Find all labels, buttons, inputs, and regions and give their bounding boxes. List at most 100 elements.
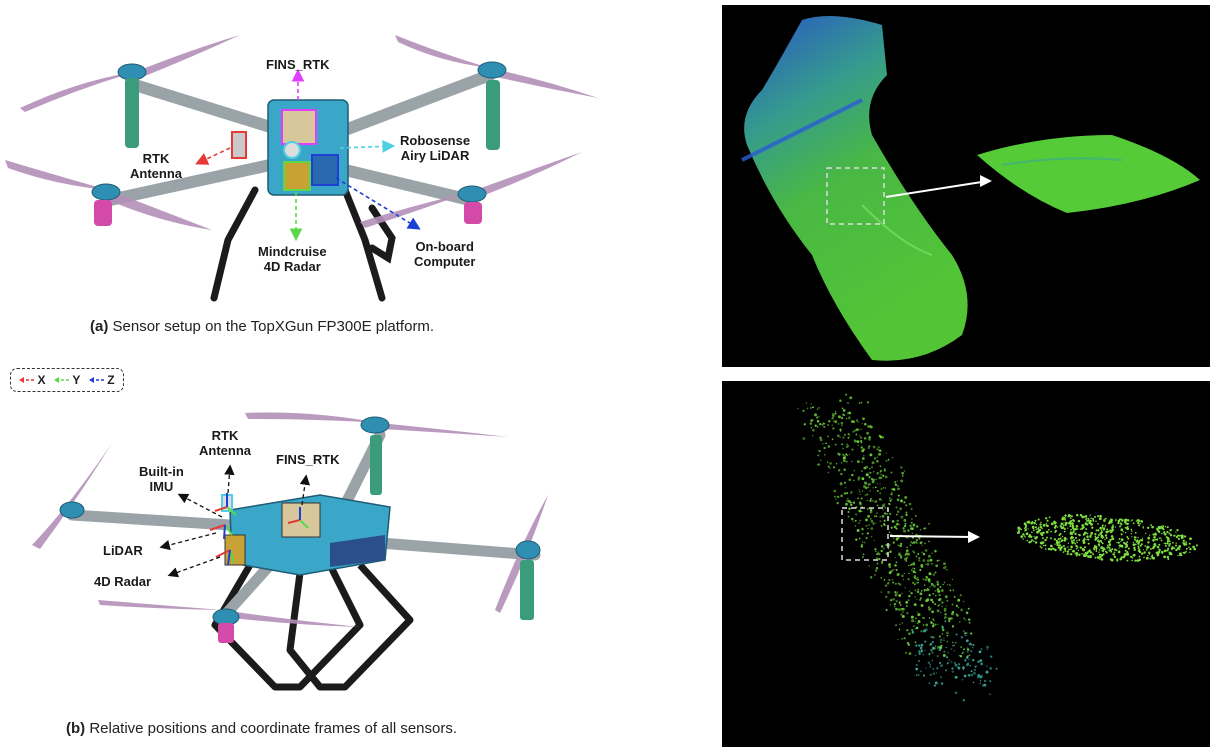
radar-patch-point (1107, 530, 1110, 533)
radar-point (939, 603, 941, 606)
radar-point (943, 637, 945, 639)
radar-patch-point (1092, 552, 1094, 555)
x-axis-arrow-icon (19, 377, 35, 383)
radar-patch-point (1027, 520, 1031, 523)
radar-patch-point (1172, 541, 1174, 544)
radar-point (887, 458, 890, 461)
radar-patch-point (1078, 538, 1081, 541)
radar-point (905, 511, 908, 514)
radar-patch-point (1061, 527, 1064, 530)
radar-patch-point (1109, 549, 1112, 552)
radar-point (842, 456, 846, 460)
radar-point (840, 416, 844, 420)
radar-point (967, 647, 969, 649)
radar-patch-point (1070, 522, 1072, 524)
radar-patch-point (1074, 542, 1077, 545)
radar-point (919, 597, 922, 600)
radar-point (922, 653, 925, 656)
radar-point (878, 498, 882, 501)
radar-patch-point (1151, 554, 1153, 556)
radar-point (861, 457, 865, 460)
radar-point (912, 570, 916, 574)
radar-point (849, 396, 853, 400)
radar-point (842, 447, 844, 450)
radar-patch-point (1161, 552, 1164, 554)
radar-point (965, 631, 968, 635)
radar-patch-point (1109, 538, 1112, 542)
radar-point (931, 562, 933, 565)
radar-point (911, 581, 915, 584)
radar-patch-point (1095, 520, 1097, 523)
radar-point (914, 627, 917, 630)
radar-patch-point (1161, 532, 1163, 535)
radar-patch-point (1137, 547, 1140, 550)
radar-patch-point (1185, 550, 1188, 553)
radar-patch-point (1118, 550, 1121, 553)
radar-point (958, 655, 960, 657)
radar-point (839, 399, 842, 402)
radar-patch-point (1067, 546, 1069, 548)
radar-point (855, 513, 858, 516)
radar-point (955, 604, 958, 608)
radar-point (949, 589, 952, 592)
radar-patch-point (1089, 514, 1091, 516)
radar-patch-point (1124, 546, 1127, 549)
radar-point (938, 597, 942, 601)
radar-point (899, 507, 903, 511)
radar-patch-point (1103, 520, 1105, 522)
label-lidar-line2: Airy LiDAR (400, 148, 470, 163)
radar-point (857, 444, 859, 446)
radar-point (904, 496, 908, 499)
radar-patch-point (1071, 524, 1075, 528)
label-rtk-b-line2: Antenna (199, 443, 251, 458)
radar-patch-point (1078, 520, 1081, 523)
radar-patch-point (1142, 537, 1144, 539)
radar-point (902, 527, 905, 530)
radar-patch-point (1120, 540, 1122, 543)
radar-point (939, 661, 942, 665)
radar-patch-point (1070, 528, 1072, 531)
radar-point (913, 583, 916, 586)
radar-patch-point (1034, 541, 1038, 544)
radar-point (880, 577, 883, 579)
radar-point (880, 591, 883, 593)
radar-point (861, 422, 863, 425)
radar-point (860, 545, 863, 548)
radar-point (915, 538, 919, 542)
radar-point (915, 617, 917, 620)
radar-point (858, 509, 862, 513)
radar-point (837, 434, 840, 437)
radar-point (897, 494, 900, 497)
radar-point (971, 646, 974, 649)
radar-patch-point (1148, 551, 1151, 554)
radar-patch-point (1042, 544, 1045, 547)
radar-patch-point (1072, 530, 1075, 533)
radar-patch-point (1113, 548, 1117, 551)
radar-point (879, 483, 881, 485)
radar-patch-point (1138, 524, 1140, 527)
radar-point (932, 618, 934, 621)
radar-patch-point (1100, 527, 1103, 530)
radar-patch-point (1104, 526, 1106, 528)
radar-point (937, 623, 939, 626)
radar-patch-point (1048, 528, 1050, 531)
radar-patch-point (1150, 524, 1152, 526)
radar-point (932, 636, 935, 639)
radar-patch-point (1130, 555, 1133, 558)
radar-point (885, 608, 888, 612)
radar-patch-point (1182, 542, 1184, 544)
radar-point (932, 672, 936, 675)
radar-point (940, 664, 943, 668)
radar-point (863, 454, 865, 457)
radar-point (910, 507, 913, 510)
radar-point (879, 515, 882, 518)
radar-patch-point (1094, 556, 1097, 559)
radar-patch-point (1112, 553, 1115, 556)
radar-patch-point (1024, 536, 1026, 538)
radar-point (916, 598, 918, 600)
radar-patch-point (1056, 526, 1059, 528)
radar-patch-point (1078, 553, 1081, 557)
radar-point (913, 575, 917, 579)
radar-patch-point (1097, 543, 1101, 546)
radar-point (900, 515, 904, 519)
